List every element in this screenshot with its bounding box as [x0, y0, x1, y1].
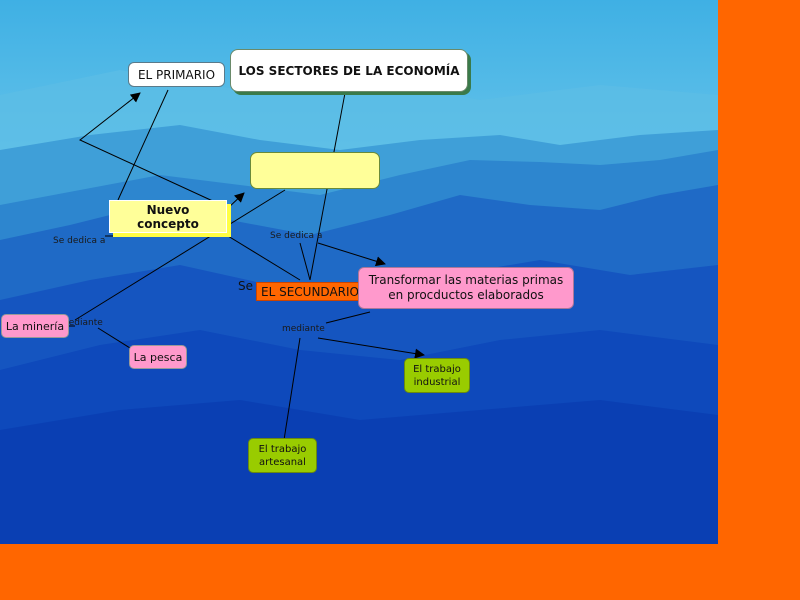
secundario-partial-text: Se	[238, 279, 253, 293]
node-nuevo-concepto[interactable]: Nuevo concepto	[109, 200, 227, 233]
node-trabajo-artesanal[interactable]: El trabajo artesanal	[248, 438, 317, 473]
link-label-se-dedica-a-center: Se dedica a	[270, 231, 322, 241]
node-empty-concept[interactable]	[250, 152, 380, 189]
link-label-mediante-center: mediante	[282, 324, 325, 334]
concept-map-canvas: LOS SECTORES DE LA ECONOMÍA EL PRIMARIO …	[0, 0, 718, 544]
node-la-mineria[interactable]: La minería	[1, 314, 69, 338]
node-el-secundario[interactable]: EL SECUNDARIO	[256, 282, 360, 301]
node-transformar[interactable]: Transformar las materias primas en procd…	[358, 267, 574, 309]
node-trabajo-industrial[interactable]: El trabajo industrial	[404, 358, 470, 393]
node-la-pesca[interactable]: La pesca	[129, 345, 187, 369]
map-title: LOS SECTORES DE LA ECONOMÍA	[230, 49, 468, 92]
node-el-primario[interactable]: EL PRIMARIO	[128, 62, 225, 87]
link-label-se-dedica-a-left: Se dedica a	[53, 236, 105, 246]
